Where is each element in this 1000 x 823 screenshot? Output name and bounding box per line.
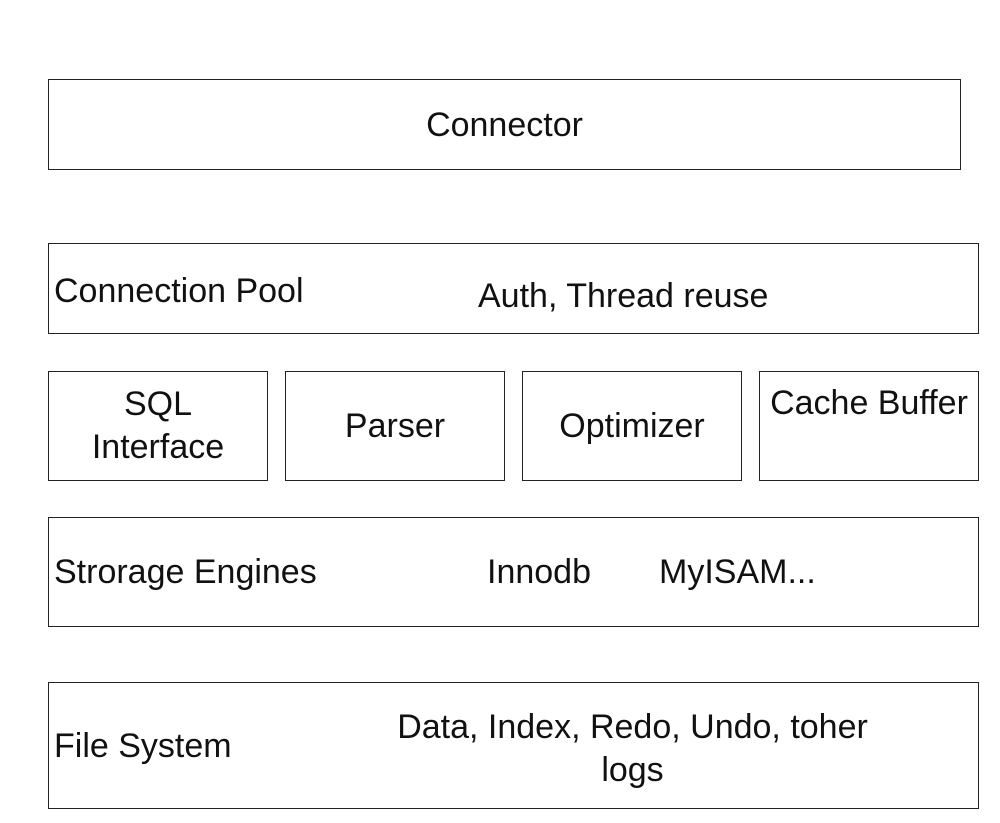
parser-label: Parser [344, 407, 446, 445]
storage-engines-label: Strorage Engines [54, 553, 317, 591]
parser-box: Parser [285, 371, 505, 481]
storage-engine-innodb: Innodb [487, 553, 591, 591]
optimizer-label: Optimizer [559, 407, 705, 445]
file-system-detail: Data, Index, Redo, Undo, toher logs [380, 706, 885, 792]
connector-box: Connector [48, 79, 961, 170]
file-system-detail-line2: logs [601, 751, 664, 789]
connector-label: Connector [426, 106, 583, 144]
cache-buffer-box: Cache Buffer [759, 371, 979, 481]
connection-pool-box: Connection Pool Auth, Thread reuse [48, 243, 979, 334]
sql-interface-label-line1: SQL [123, 385, 193, 423]
optimizer-box: Optimizer [522, 371, 742, 481]
file-system-detail-line1: Data, Index, Redo, Undo, toher [397, 708, 868, 746]
file-system-label: File System [54, 727, 232, 765]
connection-pool-detail: Auth, Thread reuse [478, 277, 769, 315]
storage-engines-box: Strorage Engines Innodb MyISAM... [48, 517, 979, 627]
sql-interface-box: SQL Interface [48, 371, 268, 481]
file-system-box: File System Data, Index, Redo, Undo, toh… [48, 682, 979, 809]
sql-interface-label-line2: Interface [91, 428, 225, 466]
storage-engine-myisam: MyISAM... [659, 553, 816, 591]
connection-pool-label: Connection Pool [54, 272, 304, 310]
cache-buffer-label: Cache Buffer [770, 384, 968, 422]
sql-interface-label: SQL Interface [49, 383, 267, 469]
